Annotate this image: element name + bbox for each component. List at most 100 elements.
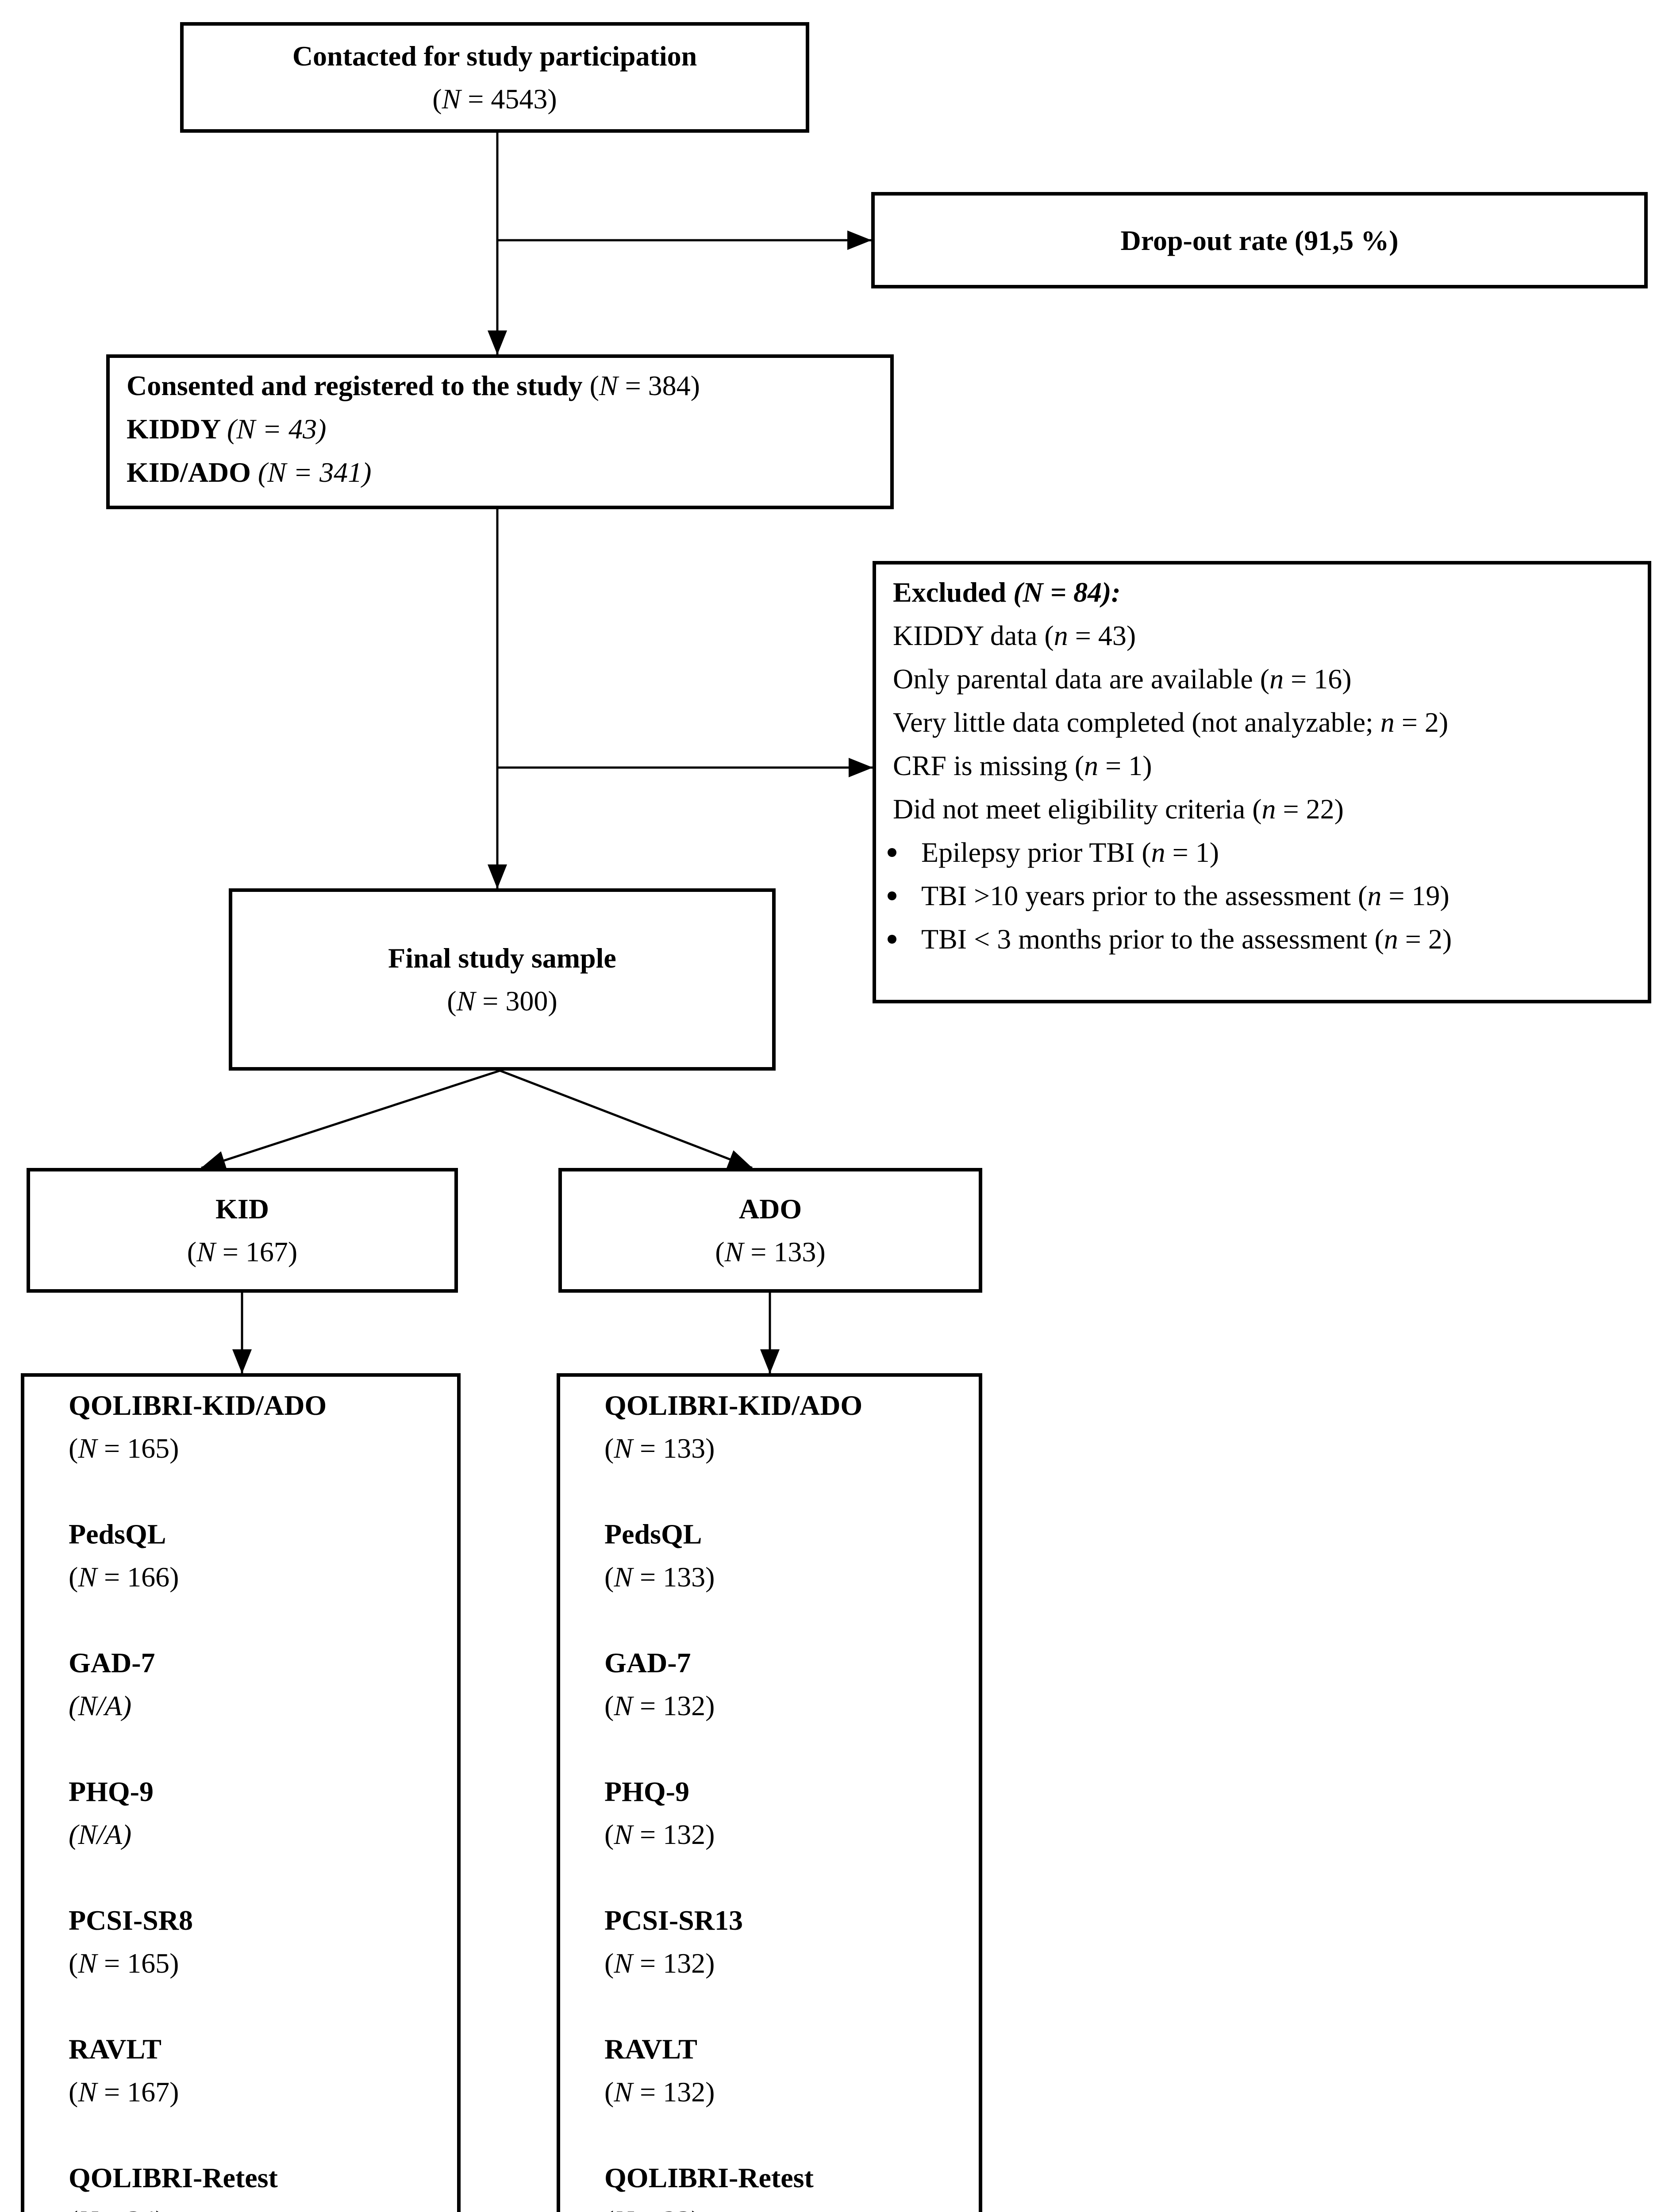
text-segment: QOLIBRI-Retest (604, 2162, 814, 2193)
text-segment: N (196, 1236, 215, 1267)
text-segment: RAVLT (604, 2033, 697, 2065)
text-segment: = 19) (1381, 880, 1450, 911)
text-segment: ( (604, 1819, 614, 1850)
text-line: (N = 132) (604, 1684, 968, 1727)
text-line: RAVLT (604, 2028, 968, 2070)
text-segment: = 167) (215, 1236, 298, 1267)
box-excluded: Excluded (N = 84):KIDDY data (n = 43)Onl… (873, 561, 1651, 1003)
text-segment: Epilepsy prior TBI ( (921, 837, 1151, 868)
text-line: CRF is missing (n = 1) (893, 744, 1634, 787)
text-line: (N = 34) (69, 2199, 446, 2212)
text-segment: ( (69, 1947, 78, 1979)
text-segment: = 133) (633, 1432, 715, 1464)
text-segment: N (78, 2076, 97, 2108)
text-segment: = 16) (1284, 663, 1352, 695)
text-segment: n (1269, 663, 1284, 695)
text-line: (N = 133) (604, 1555, 968, 1598)
text-segment: = 166) (97, 1561, 179, 1593)
text-line: (N = 23) (604, 2199, 968, 2212)
text-line: PedsQL (604, 1513, 968, 1555)
text-segment: = 167) (97, 2076, 179, 2108)
text-segment: ( (604, 1690, 614, 1721)
text-segment: ( (604, 1561, 614, 1593)
text-line: (N = 133) (562, 1230, 979, 1273)
text-line: (N = 300) (232, 979, 772, 1022)
text-segment: = 34) (97, 2205, 165, 2212)
text-line: Very little data completed (not analyzab… (893, 701, 1634, 744)
box-ado-instruments: QOLIBRI-KID/ADO(N = 133)PedsQL(N = 133)G… (557, 1373, 982, 2212)
text-segment: PCSI-SR8 (69, 1905, 193, 1936)
text-line: (N = 132) (604, 1942, 968, 1985)
text-segment: = 300) (475, 985, 558, 1017)
text-segment: n (1151, 837, 1165, 868)
text-segment: N (614, 2205, 633, 2212)
text-segment: N (614, 1819, 633, 1850)
text-segment: ( (432, 83, 442, 115)
text-segment: PedsQL (604, 1518, 702, 1550)
text-segment: KID (215, 1193, 269, 1225)
text-line: Only parental data are available (n = 16… (893, 657, 1634, 701)
text-segment: PedsQL (69, 1518, 166, 1550)
text-segment: N (614, 1432, 633, 1464)
text-segment: N (614, 1947, 633, 1979)
text-line: (N = 167) (69, 2070, 446, 2113)
text-segment: Drop-out rate (91,5 %) (1120, 224, 1399, 256)
text-segment: Consented and registered to the study (127, 370, 590, 401)
text-segment: (N/A) (69, 1819, 132, 1850)
text-segment: (N/A) (69, 1690, 132, 1721)
text-line: PHQ-9 (69, 1770, 446, 1813)
text-segment: = 132) (633, 2076, 715, 2108)
text-line: (N = 165) (69, 1942, 446, 1985)
text-line: PCSI-SR8 (69, 1899, 446, 1942)
text-segment: = 132) (633, 1947, 715, 1979)
text-segment: Did not meet eligibility criteria ( (893, 793, 1262, 825)
text-segment: = 22) (1276, 793, 1344, 825)
text-segment: n (1380, 707, 1395, 738)
text-line: KID (30, 1187, 454, 1230)
text-segment: RAVLT (69, 2033, 161, 2065)
text-segment: (N = 43) (227, 413, 327, 445)
text-line: (N/A) (69, 1813, 446, 1856)
text-segment: n (1054, 620, 1068, 651)
text-segment: ( (604, 2205, 614, 2212)
text-segment: PHQ-9 (604, 1776, 689, 1807)
text-segment: n (1084, 750, 1099, 781)
text-segment: = 1) (1098, 750, 1152, 781)
text-line: QOLIBRI-KID/ADO (604, 1384, 968, 1427)
text-segment: KIDDY data ( (893, 620, 1054, 651)
text-segment: ADO (738, 1193, 802, 1225)
text-line: (N/A) (69, 1684, 446, 1727)
text-segment: ( (447, 985, 457, 1017)
text-segment: GAD-7 (604, 1647, 691, 1678)
text-segment: N (724, 1236, 744, 1267)
text-line: QOLIBRI-KID/ADO (69, 1384, 446, 1427)
arrow-final-to-kid (201, 1069, 500, 1170)
box-dropout-rate: Drop-out rate (91,5 %) (871, 192, 1648, 288)
text-line: (N = 167) (30, 1230, 454, 1273)
box-kid-group: KID (N = 167) (27, 1168, 458, 1293)
text-segment: = 132) (633, 1819, 715, 1850)
text-segment: N (78, 1947, 97, 1979)
bullet-icon (888, 935, 896, 944)
text-segment: = 165) (97, 1947, 179, 1979)
text-line: (N = 165) (69, 1427, 446, 1470)
text-line: ADO (562, 1187, 979, 1230)
text-segment: N (456, 985, 476, 1017)
text-segment: N (78, 1561, 97, 1593)
bullet-text-line: TBI < 3 months prior to the assessment (… (888, 918, 1634, 961)
text-segment: QOLIBRI-KID/ADO (604, 1390, 863, 1421)
text-segment: CRF is missing ( (893, 750, 1084, 781)
box-kid-instruments: QOLIBRI-KID/ADO(N = 165)PedsQL(N = 166)G… (21, 1373, 461, 2212)
text-line: (N = 132) (604, 2070, 968, 2113)
text-line: Contacted for study participation (184, 35, 806, 77)
text-segment: ( (69, 2076, 78, 2108)
text-segment: = 2) (1398, 923, 1452, 955)
text-line: (N = 133) (604, 1427, 968, 1470)
text-line: Drop-out rate (91,5 %) (875, 219, 1644, 262)
text-segment: ( (69, 1561, 78, 1593)
text-segment: ( (69, 1432, 78, 1464)
text-segment: Excluded (893, 576, 1014, 608)
text-segment: ( (715, 1236, 725, 1267)
text-line: GAD-7 (69, 1641, 446, 1684)
bullet-text-line: TBI >10 years prior to the assessment (n… (888, 874, 1634, 918)
